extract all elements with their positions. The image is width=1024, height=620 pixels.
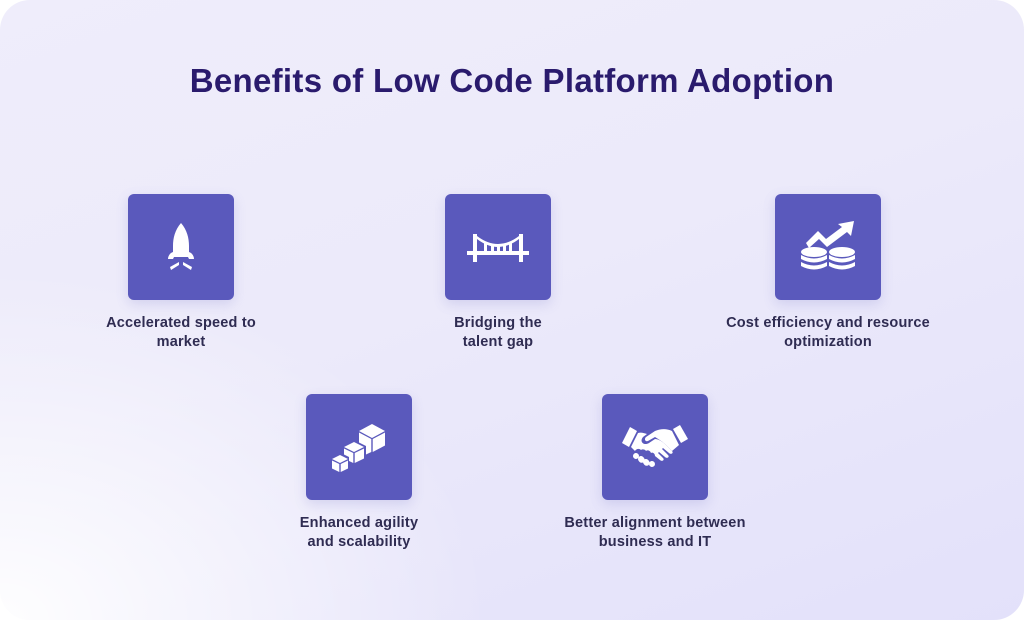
benefit-icon-box xyxy=(775,194,881,300)
page-title: Benefits of Low Code Platform Adoption xyxy=(189,62,835,99)
benefit-label-line: business and IT xyxy=(598,534,712,550)
benefit-card-agility-scalability: Enhanced agility and scalability xyxy=(249,394,469,552)
benefit-label: Enhanced agility and scalability xyxy=(249,514,469,552)
benefit-label: Cost efficiency and resource optimizatio… xyxy=(718,314,938,352)
benefit-label-line: market xyxy=(156,334,206,350)
benefit-card-speed-to-market: Accelerated speed to market xyxy=(71,194,291,352)
benefit-label-line: Bridging the xyxy=(454,315,542,331)
benefit-label: Bridging the talent gap xyxy=(388,314,608,352)
benefit-icon-box xyxy=(602,394,708,500)
benefit-label-line: Cost efficiency and resource xyxy=(726,315,930,331)
benefit-card-cost-efficiency: Cost efficiency and resource optimizatio… xyxy=(718,194,938,352)
bridge-icon xyxy=(467,234,529,262)
benefit-label-line: Enhanced agility xyxy=(299,515,419,531)
benefit-icon-box xyxy=(306,394,412,500)
handshake-icon xyxy=(622,425,688,467)
benefit-label-line: and scalability xyxy=(307,534,411,550)
coins-growth-icon xyxy=(801,221,855,270)
benefit-label: Better alignment between business and IT xyxy=(545,514,765,552)
stacked-cubes-icon xyxy=(332,424,385,472)
benefit-label-line: Better alignment between xyxy=(564,515,746,531)
benefit-label-line: Accelerated speed to xyxy=(106,315,256,331)
benefit-label-line: talent gap xyxy=(462,334,534,350)
benefit-label-line: optimization xyxy=(784,334,872,350)
benefit-icon-box xyxy=(128,194,234,300)
benefit-icon-box xyxy=(445,194,551,300)
benefit-card-business-it-alignment: Better alignment between business and IT xyxy=(545,394,765,552)
rocket-icon xyxy=(168,223,194,270)
benefit-card-talent-gap: Bridging the talent gap xyxy=(388,194,608,352)
benefit-label: Accelerated speed to market xyxy=(71,314,291,352)
